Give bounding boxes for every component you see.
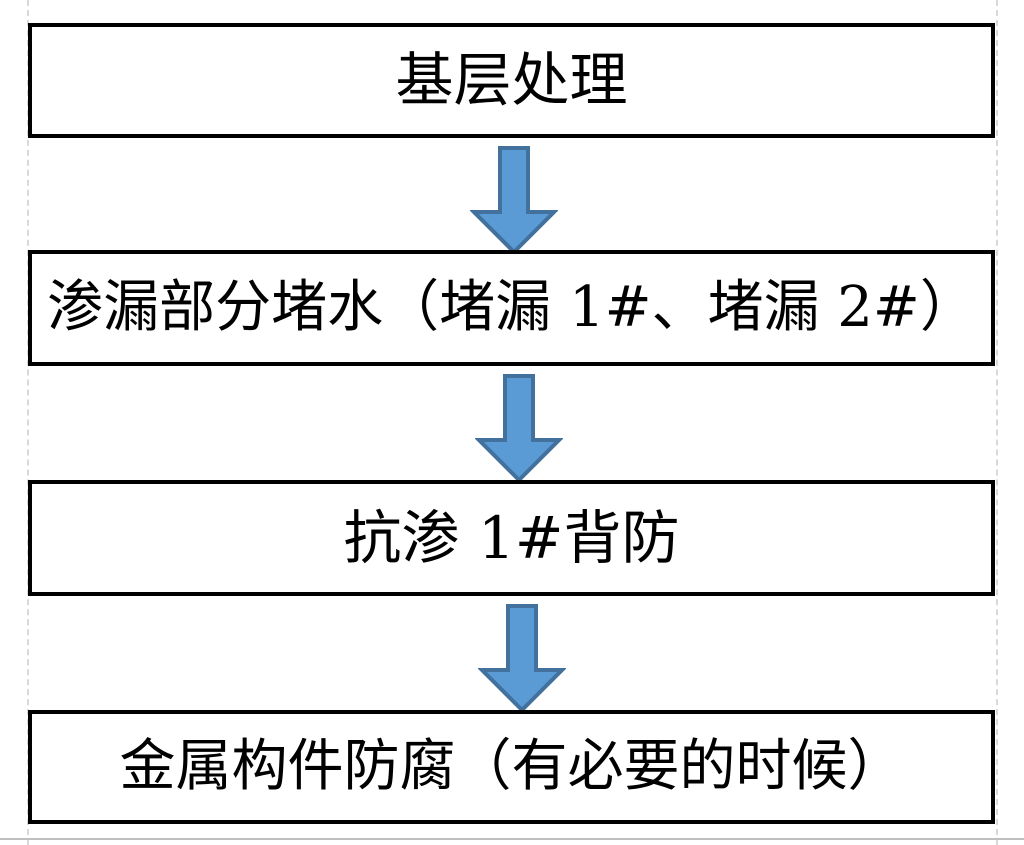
flowchart-node-step-4[interactable]: 金属构件防腐（有必要的时候）: [28, 710, 995, 824]
page-bottom-rule: [0, 838, 1024, 840]
page-guide-line-left: [27, 0, 29, 845]
arrow-down-icon: [470, 146, 558, 254]
flowchart-node-label: 基层处理: [395, 46, 628, 115]
flowchart-node-label: 金属构件防腐（有必要的时候）: [119, 733, 904, 799]
arrow-down-icon: [475, 374, 563, 482]
page-guide-line-right: [996, 0, 998, 845]
arrow-down-icon: [478, 604, 566, 712]
flowchart-node-step-3[interactable]: 抗渗 1#背防: [28, 480, 995, 596]
flowchart-node-step-1[interactable]: 基层处理: [28, 23, 995, 138]
flowchart-node-step-2[interactable]: 渗漏部分堵水（堵漏 1#、堵漏 2#）: [28, 250, 995, 366]
flowchart-node-label: 抗渗 1#背防: [343, 503, 680, 572]
flowchart-node-label: 渗漏部分堵水（堵漏 1#、堵漏 2#）: [47, 274, 976, 340]
